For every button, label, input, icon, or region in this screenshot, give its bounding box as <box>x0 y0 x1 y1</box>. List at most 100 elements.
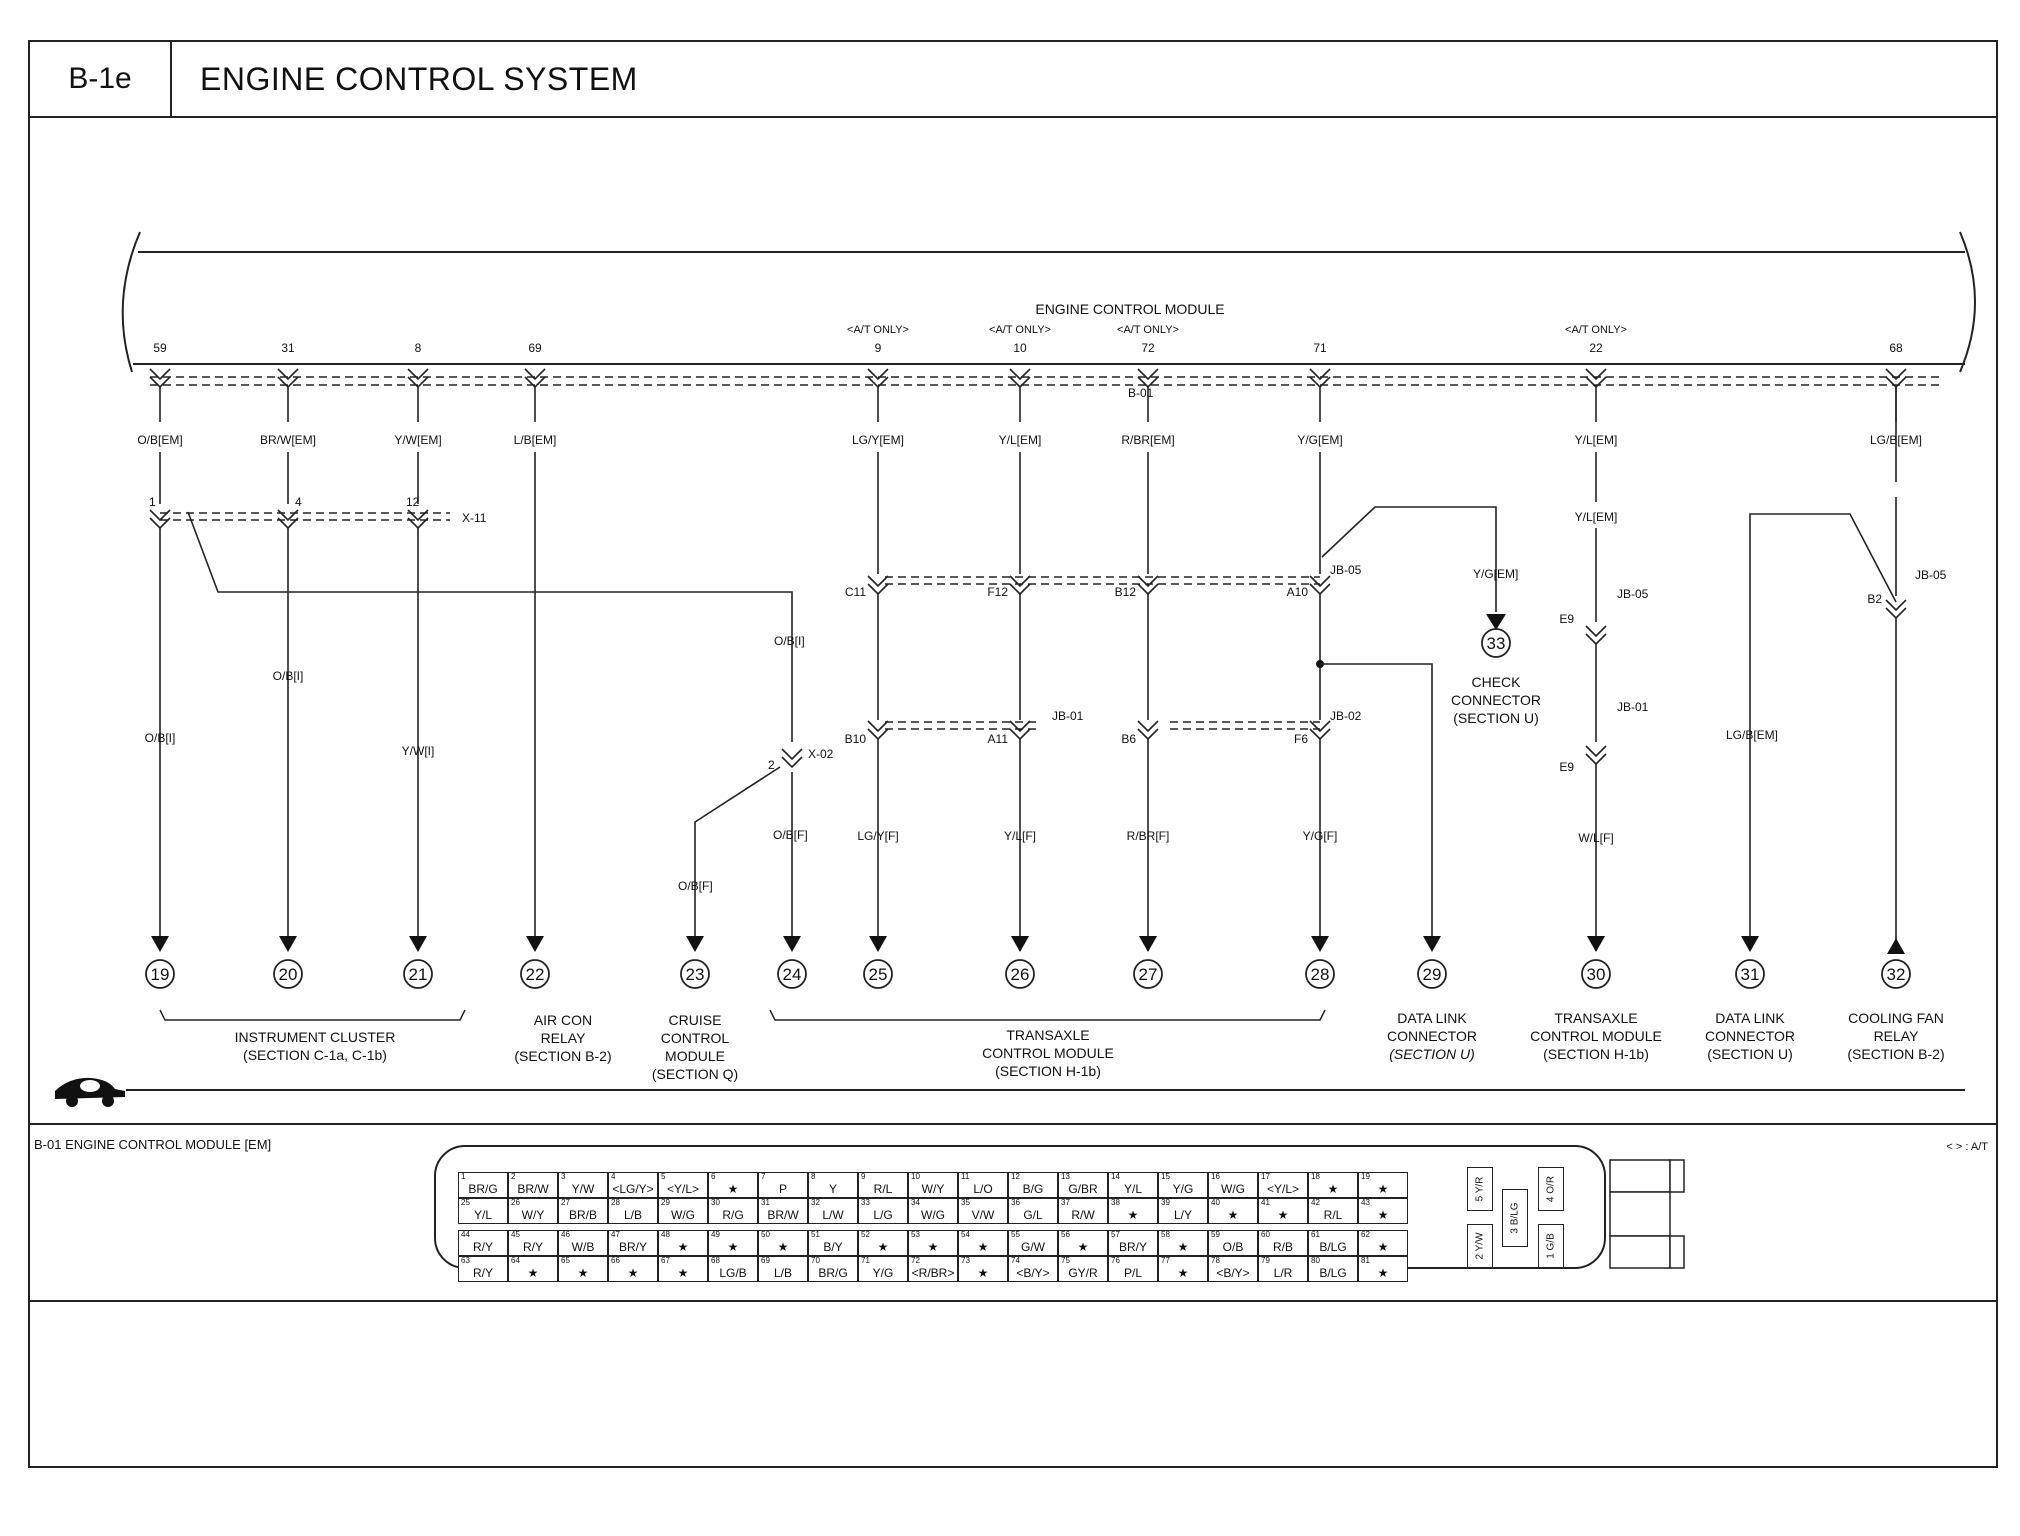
pin-number: 59 <box>1211 1230 1220 1239</box>
side-pin-label: 4 O/R <box>1545 1175 1557 1203</box>
pin-number: 32 <box>811 1198 820 1207</box>
pin-number: 3 <box>561 1172 566 1181</box>
pin-color: W/Y <box>521 1208 545 1222</box>
pin-color: ★ <box>677 1266 689 1280</box>
pin-number: 31 <box>761 1198 770 1207</box>
pin-color: R/W <box>1071 1208 1095 1222</box>
check-arrow <box>1486 614 1506 630</box>
pin-color: W/G <box>1221 1182 1245 1196</box>
jb-lower-pin-72: B6 <box>1121 732 1136 746</box>
pin-color: <R/BR> <box>911 1266 955 1280</box>
wire-59-to-x02 <box>187 511 793 742</box>
connector-pin-38: 38 ★ <box>1108 1198 1158 1224</box>
pin-number: 64 <box>511 1256 520 1265</box>
wire-color-lower-71: Y/G[F] <box>1303 829 1338 843</box>
pin-number: 63 <box>461 1256 470 1265</box>
connector-tab-1b <box>1669 1159 1685 1193</box>
pin-number: 25 <box>461 1198 470 1207</box>
connector-side-pin-3: 3 B/LG <box>1502 1189 1528 1247</box>
connector-pin-17: 17<Y/L> <box>1258 1172 1308 1198</box>
side-pin-label: 2 Y/W <box>1474 1232 1486 1260</box>
pin-color: Y/W <box>571 1182 595 1196</box>
pin-number: 76 <box>1111 1256 1120 1265</box>
connector-pin-54: 54★ <box>958 1230 1008 1256</box>
connector-pin-77: 77★ <box>1158 1256 1208 1282</box>
ref-circle-23 <box>680 959 710 989</box>
jb05-pin-68: B2 <box>1867 592 1882 606</box>
pin-color: ★ <box>1127 1208 1139 1222</box>
pin-color: ★ <box>777 1240 789 1254</box>
wire-color-lower-9: LG/Y[F] <box>857 829 898 843</box>
ecm-pin-8: 8 <box>415 341 422 355</box>
connector-pin-62: 62★ <box>1358 1230 1408 1256</box>
pin-color: ★ <box>877 1240 889 1254</box>
pin-number: 38 <box>1111 1198 1120 1207</box>
ref-number-30: 30 <box>1587 965 1606 984</box>
pin-number: 27 <box>561 1198 570 1207</box>
pin-color: ★ <box>1227 1208 1239 1222</box>
pin-number: 56 <box>1061 1230 1070 1239</box>
pin-number: 73 <box>961 1256 970 1265</box>
wire-color-em-8: Y/W[EM] <box>394 433 441 447</box>
jb02-label: JB-02 <box>1330 709 1362 723</box>
transaxle-bracket <box>769 1009 1326 1021</box>
pin-color: <Y/L> <box>1266 1182 1300 1196</box>
dest-aircon-1: AIR CON <box>534 1012 592 1028</box>
x11-label: X-11 <box>462 511 487 525</box>
dest-instrument-2: (SECTION C-1a, C-1b) <box>243 1047 387 1063</box>
pin-number: 57 <box>1111 1230 1120 1239</box>
ref-number-23: 23 <box>686 965 705 984</box>
ref-circle-24 <box>777 959 807 989</box>
ref-number-33: 33 <box>1487 634 1506 653</box>
wire-group: 59O/B[EM]O/B[I]31BR/W[EM]O/B[I]8Y/W[EM]Y… <box>137 324 1922 942</box>
jb05-pin-10: F12 <box>987 585 1008 599</box>
dest-dlc31-2: CONNECTOR <box>1705 1028 1795 1044</box>
pin-number: 12 <box>1011 1172 1020 1181</box>
pin-color: ★ <box>1177 1266 1189 1280</box>
page-title: ENGINE CONTROL SYSTEM <box>200 61 638 97</box>
pin-number: 67 <box>661 1256 670 1265</box>
pin-color: L/W <box>822 1208 844 1222</box>
pin-color: W/Y <box>921 1182 945 1196</box>
wire-color-em-9: LG/Y[EM] <box>852 433 904 447</box>
dest-transaxle-2: CONTROL MODULE <box>982 1045 1114 1061</box>
dest-cruise-3: MODULE <box>665 1048 725 1064</box>
ref-arrow-20 <box>279 936 297 952</box>
connector-pin-19: 19★ <box>1358 1172 1408 1198</box>
dest-cruise-1: CRUISE <box>669 1012 722 1028</box>
pin-number: 28 <box>611 1198 620 1207</box>
module-left-edge <box>121 231 141 373</box>
ref-number-19: 19 <box>151 965 170 984</box>
ref-circle-19 <box>145 959 175 989</box>
jb-lower-pin-10: A11 <box>988 732 1009 746</box>
pin-number: 37 <box>1061 1198 1070 1207</box>
pin-color: R/Y <box>472 1240 493 1254</box>
ref-circle-31 <box>1735 959 1765 989</box>
connector-tab-2 <box>1609 1191 1671 1237</box>
pin-color: ★ <box>727 1240 739 1254</box>
pin-color: BR/B <box>568 1208 597 1222</box>
dest-cruise-4: (SECTION Q) <box>652 1066 738 1082</box>
pin-color: BR/G <box>818 1266 848 1280</box>
pin-color: ★ <box>527 1266 539 1280</box>
pin-number: 34 <box>911 1198 920 1207</box>
pin-color: R/L <box>1323 1208 1343 1222</box>
ref-circle-20 <box>273 959 303 989</box>
ref-arrow-31 <box>1741 936 1759 952</box>
pin-color: R/Y <box>522 1240 543 1254</box>
pin-color: L/G <box>873 1208 893 1222</box>
pin-color: W/G <box>921 1208 945 1222</box>
pin-number: 55 <box>1011 1230 1020 1239</box>
